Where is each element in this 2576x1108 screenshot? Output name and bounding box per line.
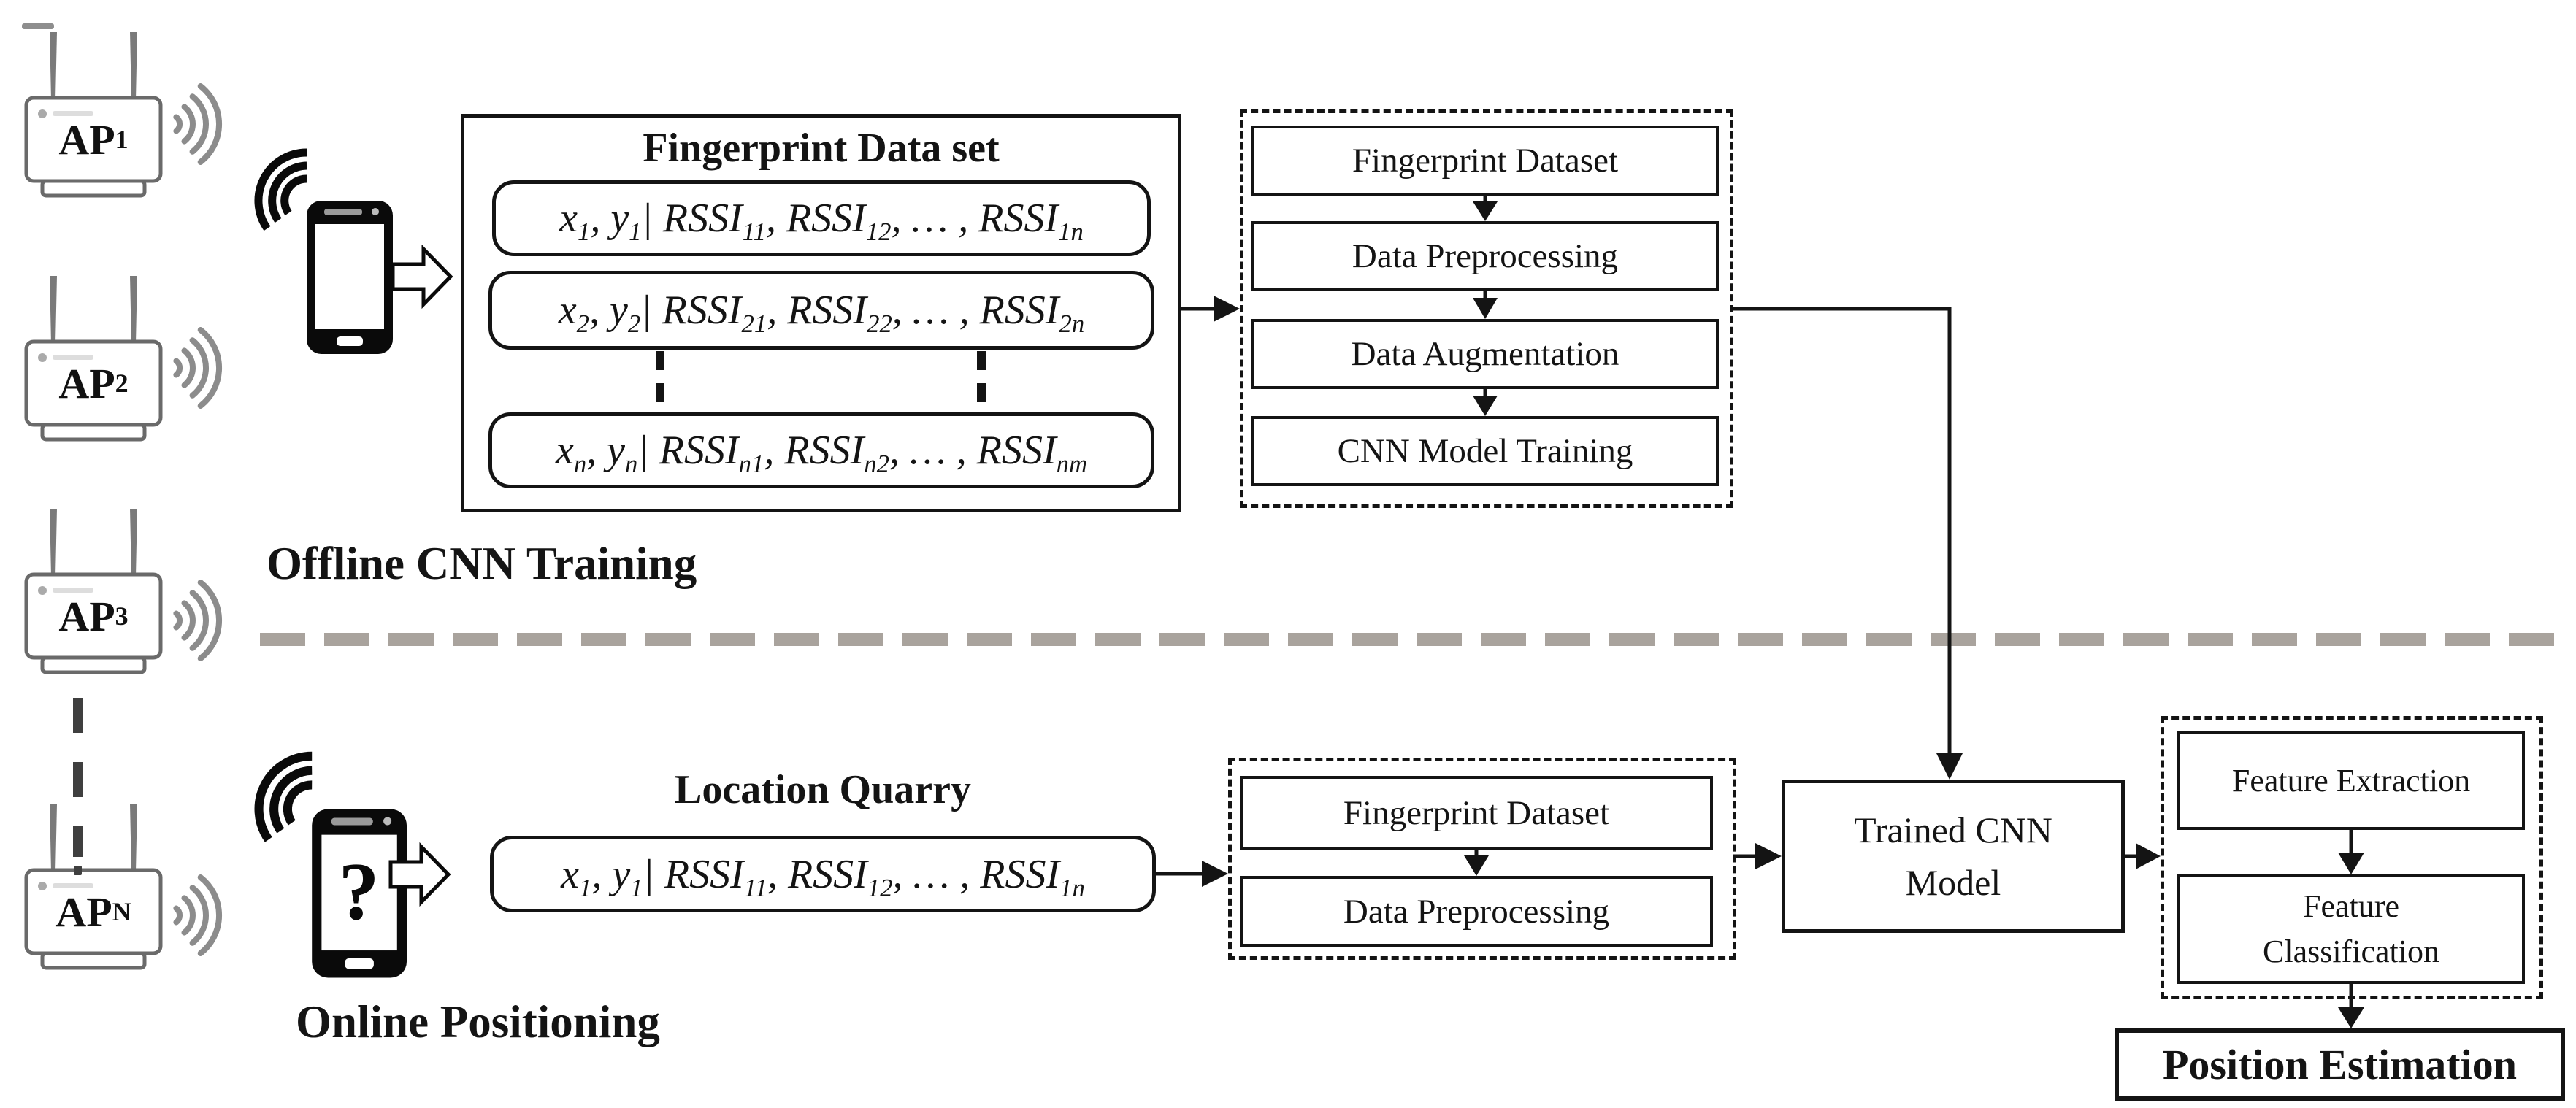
phone-signal-icon (254, 148, 307, 231)
offline-section-label: Offline CNN Training (267, 538, 697, 589)
step-label: Feature Extraction (2231, 762, 2471, 799)
feature-classification-box: Feature Classification (2177, 874, 2525, 984)
fingerprint-dataset-title: Fingerprint Data set (643, 126, 1000, 171)
online-section-label: Online Positioning (296, 996, 660, 1047)
arrowhead (1473, 201, 1498, 221)
arrowhead (1936, 753, 1963, 780)
location-query-title: Location Quarry (675, 767, 971, 812)
fingerprint-row-1-text: x1, y1| RSSI11, RSSI12, … , RSSI1n (559, 196, 1084, 247)
router-icon (24, 509, 163, 674)
wifi-signal-icon (173, 580, 223, 661)
wifi-signal-icon (173, 327, 223, 409)
fingerprint-row-1: x1, y1| RSSI11, RSSI12, … , RSSI1n (492, 180, 1151, 256)
corner-artifact-dash (22, 23, 54, 29)
offline-step-data-augmentation: Data Augmentation (1251, 319, 1719, 389)
router-icon (24, 32, 163, 198)
connector-offline-to-trained-model (1730, 307, 1952, 753)
arrowhead (1473, 298, 1498, 319)
arrowhead (2338, 1007, 2364, 1028)
wifi-signal-icon (173, 874, 223, 956)
online-step-data-preprocessing: Data Preprocessing (1240, 876, 1713, 947)
smartphone-icon (254, 148, 393, 354)
step-label: Fingerprint Dataset (1352, 142, 1619, 180)
arrowhead (1202, 861, 1228, 887)
trained-cnn-model-box: Trained CNN Model (1782, 780, 2125, 933)
phone-signal-icon (254, 751, 313, 842)
phone-home-button (345, 958, 374, 969)
offline-step-cnn-model-training: CNN Model Training (1251, 416, 1719, 486)
antenna-icon (50, 32, 57, 99)
arrowhead (2136, 843, 2161, 869)
antenna-icon (130, 32, 137, 99)
fingerprint-row-n: xn, yn| RSSIn1, RSSIn2, … , RSSInm (488, 412, 1154, 488)
step-label: Fingerprint Dataset (1343, 793, 1610, 832)
arrowhead (1755, 843, 1782, 869)
router-icon (24, 276, 163, 442)
step-label: Data Preprocessing (1352, 237, 1619, 275)
router-print (53, 111, 93, 116)
router-base (40, 179, 147, 198)
router-icon (24, 804, 163, 970)
phone-home-button (337, 336, 363, 346)
offline-online-divider (260, 633, 2566, 646)
online-step-fingerprint-dataset: Fingerprint Dataset (1240, 776, 1713, 850)
location-query-text: x1, y1| RSSI11, RSSI12, … , RSSI1n (561, 851, 1085, 902)
phone-speaker (324, 209, 362, 215)
offline-step-data-preprocessing: Data Preprocessing (1251, 221, 1719, 291)
position-estimation-label: Position Estimation (2163, 1041, 2517, 1088)
phone-camera-dot (372, 208, 379, 215)
block-arrow-icon (388, 842, 451, 907)
phone-screen (321, 834, 397, 951)
arrowhead (1464, 855, 1489, 876)
fingerprint-dataset-box: Fingerprint Data set x1, y1| RSSI11, RSS… (461, 114, 1181, 512)
phone-camera-dot (383, 817, 392, 826)
phone-screen (315, 224, 384, 329)
location-query-row: x1, y1| RSSI11, RSSI12, … , RSSI1n (490, 836, 1156, 912)
feature-extraction-box: Feature Extraction (2177, 731, 2525, 830)
arrowhead (1473, 396, 1498, 416)
arrowhead (2338, 853, 2364, 874)
wifi-signal-icon (173, 83, 223, 165)
online-pipeline-box (1228, 758, 1736, 960)
smartphone-query-icon (254, 751, 407, 978)
row-ellipsis-dashes-left (656, 351, 664, 411)
step-label: Data Augmentation (1351, 335, 1619, 373)
block-arrow-icon (391, 244, 453, 309)
phone-speaker (331, 817, 373, 826)
fingerprint-row-n-text: xn, yn| RSSIn1, RSSIn2, … , RSSInm (555, 428, 1088, 479)
fingerprint-row-2: x2, y2| RSSI21, RSSI22, … , RSSI2n (488, 271, 1154, 350)
ap-ellipsis-dashes (73, 698, 83, 857)
fingerprint-row-2-text: x2, y2| RSSI21, RSSI22, … , RSSI2n (558, 288, 1085, 339)
trained-cnn-model-label: Trained CNN Model (1854, 809, 2052, 904)
position-estimation-box: Position Estimation (2115, 1028, 2565, 1101)
step-label: Feature Classification (2263, 888, 2439, 969)
question-mark: ? (338, 846, 380, 937)
step-label: CNN Model Training (1337, 432, 1633, 470)
step-label: Data Preprocessing (1343, 892, 1610, 931)
ap-ellipsis-dot (74, 866, 82, 875)
arrowhead (1214, 296, 1240, 322)
router-led (38, 109, 47, 118)
row-ellipsis-dashes-right (977, 351, 986, 411)
